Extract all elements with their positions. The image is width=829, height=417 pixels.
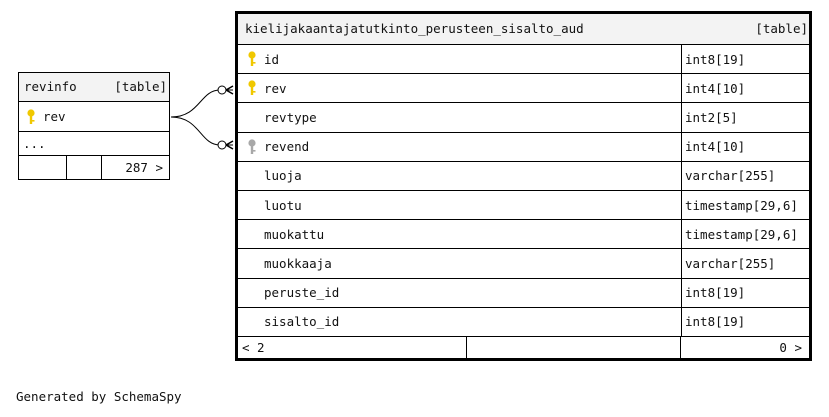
main-column-row[interactable]: muokattu timestamp[29,6] [238,219,809,249]
column-divider [681,161,682,190]
column-name: revtype [264,109,317,125]
column-type: int2[5] [685,109,738,125]
column-name: muokkaaja [264,255,332,271]
column-divider [681,45,682,74]
main-table-tag: [table] [755,21,808,36]
revinfo-table[interactable]: revinfo [table] rev ... 287 > [18,72,170,180]
revinfo-footer-middle [67,156,102,179]
revinfo-ellipsis: ... [23,136,46,151]
column-name: luoja [264,168,302,184]
main-column-row[interactable]: muokkaaja varchar[255] [238,248,809,278]
column-name: revend [264,139,310,155]
revinfo-table-tag: [table] [114,79,167,94]
column-name: sisalto_id [264,314,340,330]
column-name: peruste_id [264,285,340,301]
foreign-key-icon [248,139,256,154]
main-table[interactable]: kielijakaantajatutkinto_perusteen_sisalt… [235,11,812,361]
main-table-footer: < 2 0 > [238,336,809,358]
revend-crowfoot-marker [225,140,234,150]
column-divider [681,278,682,307]
column-name: muokattu [264,226,325,242]
generated-by-text: Generated by SchemaSpy [16,389,182,404]
main-column-row[interactable]: revtype int2[5] [238,102,809,132]
revinfo-column-name: rev [43,109,66,124]
revinfo-column-row[interactable]: rev [19,101,169,131]
main-column-row[interactable]: rev int4[10] [238,73,809,103]
rev-crowfoot-marker [225,85,234,95]
column-type: int8[19] [685,285,746,301]
revinfo-ellipsis-row: ... [19,131,169,155]
revinfo-table-name: revinfo [24,79,77,94]
main-table-header: kielijakaantajatutkinto_perusteen_sisalt… [238,14,809,44]
main-column-row[interactable]: sisalto_id int8[19] [238,306,809,336]
revend-zero-many-marker [217,140,227,150]
main-parents-count[interactable]: < 2 [242,337,467,358]
main-footer-middle [467,337,681,358]
column-divider [681,307,682,336]
column-type: int8[19] [685,51,746,67]
primary-key-icon [248,80,256,96]
column-divider [681,132,682,161]
revinfo-footer: 287 > [19,155,169,179]
column-name: id [264,51,280,67]
column-divider [681,249,682,278]
revinfo-footer-left [19,156,67,179]
main-column-row[interactable]: luotu timestamp[29,6] [238,190,809,220]
column-divider [681,191,682,220]
column-divider [681,74,682,103]
main-column-row[interactable]: peruste_id int8[19] [238,277,809,307]
column-divider [681,220,682,249]
column-type: timestamp[29,6] [685,226,798,242]
main-column-row[interactable]: revend int4[10] [238,131,809,161]
revinfo-header: revinfo [table] [19,73,169,101]
rev-zero-many-marker [217,85,227,95]
main-column-row[interactable]: id int8[19] [238,44,809,74]
column-type: varchar[255] [685,255,776,271]
primary-key-icon [248,51,256,67]
revinfo-children-count[interactable]: 287 > [125,160,163,175]
column-type: int4[10] [685,80,746,96]
primary-key-icon [27,108,35,124]
column-type: varchar[255] [685,168,776,184]
main-table-name: kielijakaantajatutkinto_perusteen_sisalt… [245,21,584,36]
column-name: rev [264,80,287,96]
column-divider [681,103,682,132]
main-column-row[interactable]: luoja varchar[255] [238,160,809,190]
column-type: int4[10] [685,139,746,155]
main-children-count[interactable]: 0 > [779,340,802,355]
column-name: luotu [264,197,302,213]
column-type: timestamp[29,6] [685,197,798,213]
revend-relationship-line [170,116,233,146]
column-type: int8[19] [685,314,746,330]
